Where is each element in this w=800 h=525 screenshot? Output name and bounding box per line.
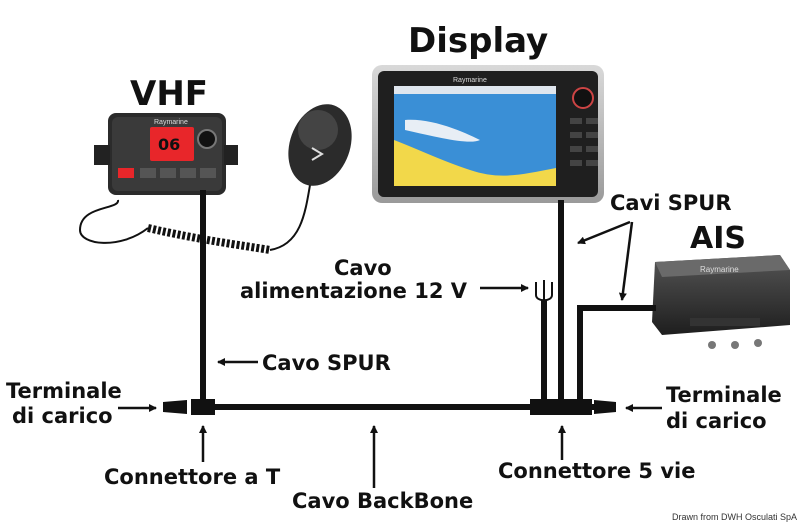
cavo-alim-label-2: alimentazione 12 V bbox=[240, 279, 468, 303]
vhf-screen bbox=[150, 127, 194, 161]
display-chartplotter: Raymarine bbox=[372, 65, 604, 203]
terminale-right-label-2: di carico bbox=[666, 409, 767, 433]
cavo-spur-label: Cavo SPUR bbox=[262, 351, 391, 375]
terminale-left-label-2: di carico bbox=[12, 404, 113, 428]
power-plug-icon bbox=[535, 280, 553, 302]
cavo-alim-label-1: Cavo bbox=[334, 256, 392, 280]
credit-text: Drawn from DWH Osculati SpA bbox=[672, 512, 797, 522]
arrows bbox=[118, 220, 662, 488]
terminale-right-label-1: Terminale bbox=[666, 383, 782, 407]
vhf-knob bbox=[197, 129, 217, 149]
cavo-backbone-label: Cavo BackBone bbox=[292, 489, 473, 513]
connettore-5-label: Connettore 5 vie bbox=[498, 459, 695, 483]
vhf-microphone bbox=[78, 104, 352, 254]
cavi-spur-label: Cavi SPUR bbox=[610, 191, 732, 215]
display-brand: Raymarine bbox=[453, 77, 487, 84]
vhf-title: VHF bbox=[130, 74, 208, 114]
terminale-left-label-1: Terminale bbox=[6, 379, 122, 403]
connettore-t-label: Connettore a T bbox=[104, 465, 281, 489]
five-way-connector bbox=[530, 399, 592, 415]
display-title: Display bbox=[408, 21, 548, 61]
connectors bbox=[163, 399, 616, 415]
vhf-channel: 06 bbox=[158, 135, 180, 154]
map-land bbox=[394, 140, 556, 186]
vhf-radio: 06 Raymarine bbox=[94, 113, 238, 195]
t-connector bbox=[191, 399, 215, 415]
right-terminator bbox=[594, 400, 616, 414]
ais-unit: Raymarine bbox=[652, 255, 790, 349]
left-terminator bbox=[163, 400, 187, 414]
vhf-brand: Raymarine bbox=[154, 119, 188, 126]
ais-brand: Raymarine bbox=[700, 265, 739, 274]
ais-title: AIS bbox=[690, 221, 746, 256]
ais-spur-cable bbox=[577, 305, 656, 405]
